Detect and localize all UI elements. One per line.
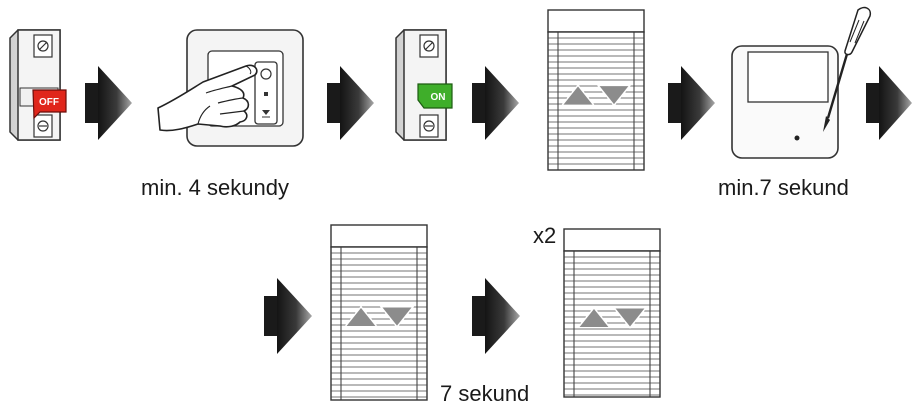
step-arrow-icon: [472, 66, 519, 140]
step-arrow-icon: [866, 66, 912, 140]
switch-on-label: ON: [431, 92, 446, 103]
roller-blind-icon: [547, 9, 645, 171]
hand-pressing-switch-icon: [157, 29, 304, 147]
step-arrow-icon: [472, 278, 520, 354]
breaker-off-icon: OFF: [9, 29, 67, 141]
breaker-on-icon: ON: [395, 29, 453, 141]
roller-blind-icon: [563, 228, 661, 398]
up-triangle-icon: [560, 84, 596, 107]
step-arrow-icon: [85, 66, 132, 140]
down-triangle-icon: [612, 307, 648, 329]
step-arrow-icon: [327, 66, 374, 140]
up-triangle-icon: [576, 306, 612, 329]
caption-final-duration: 7 sekund: [440, 381, 530, 406]
repeat-marker: x2: [533, 223, 557, 248]
receiver-with-screwdriver-icon: [731, 6, 872, 159]
roller-blind-icon: [330, 224, 428, 401]
caption-screwdriver-duration: min.7 sekund: [718, 175, 849, 200]
down-triangle-icon: [379, 306, 415, 328]
down-triangle-icon: [596, 84, 632, 107]
screwdriver-icon: [823, 6, 872, 132]
caption-press-duration: min. 4 sekundy: [141, 175, 289, 200]
step-arrow-icon: [264, 278, 312, 354]
switch-off-label: OFF: [39, 97, 59, 108]
step-arrow-icon: [668, 66, 715, 140]
up-triangle-icon: [343, 305, 379, 328]
